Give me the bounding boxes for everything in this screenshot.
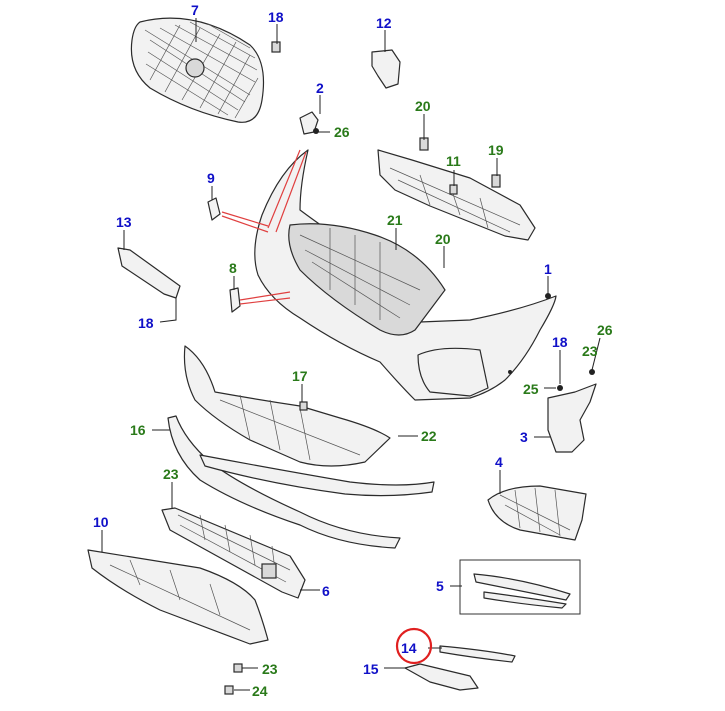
callout-20[interactable]: 20 xyxy=(415,98,431,114)
part-grille[interactable] xyxy=(130,17,265,123)
callout-19[interactable]: 19 xyxy=(488,142,504,158)
callout-labels: 7 18 12 2 26 20 11 19 9 13 21 20 8 1 18 … xyxy=(93,2,613,699)
part-clip-18-top[interactable] xyxy=(271,41,281,53)
part-trim-strips-5[interactable] xyxy=(459,559,581,615)
part-upper-beam[interactable] xyxy=(377,137,536,241)
callout-6[interactable]: 6 xyxy=(322,583,330,599)
callout-23[interactable]: 23 xyxy=(163,466,179,482)
part-bracket-2[interactable] xyxy=(299,111,319,135)
part-lower-grille-6[interactable] xyxy=(161,507,306,599)
callout-23[interactable]: 23 xyxy=(262,661,278,677)
callout-1[interactable]: 1 xyxy=(544,261,552,277)
callout-7[interactable]: 7 xyxy=(191,2,199,18)
callout-18[interactable]: 18 xyxy=(552,334,568,350)
callout-11[interactable]: 11 xyxy=(446,153,461,169)
callout-10[interactable]: 10 xyxy=(93,514,109,530)
part-side-grille-4[interactable] xyxy=(487,485,587,541)
callout-4[interactable]: 4 xyxy=(495,454,503,470)
part-trim-15[interactable] xyxy=(404,663,479,691)
callout-13[interactable]: 13 xyxy=(116,214,132,230)
red-guide-2 xyxy=(267,149,307,233)
callout-14[interactable]: 14 xyxy=(401,640,417,656)
callout-12[interactable]: 12 xyxy=(376,15,392,31)
part-undertray-17[interactable] xyxy=(183,345,391,467)
callout-3[interactable]: 3 xyxy=(520,429,528,445)
callout-16[interactable]: 16 xyxy=(130,422,146,438)
highlight-ring xyxy=(395,627,433,665)
callout-17[interactable]: 17 xyxy=(292,368,308,384)
part-bracket-3[interactable] xyxy=(547,369,597,453)
callout-22[interactable]: 22 xyxy=(421,428,437,444)
part-splitter-10[interactable] xyxy=(87,549,269,645)
part-clip-8[interactable] xyxy=(229,287,241,313)
callout-21[interactable]: 21 xyxy=(387,212,403,228)
red-guide-9 xyxy=(221,211,269,233)
callout-26[interactable]: 26 xyxy=(334,124,350,140)
part-bumper-cover[interactable] xyxy=(254,149,557,401)
callout-25[interactable]: 25 xyxy=(523,381,539,397)
leader-lines xyxy=(101,18,601,691)
callout-20[interactable]: 20 xyxy=(435,231,451,247)
callout-26[interactable]: 26 xyxy=(597,322,613,338)
part-bracket-12[interactable] xyxy=(371,49,401,89)
red-guide-8 xyxy=(239,291,291,305)
part-trim-14[interactable] xyxy=(439,645,516,663)
callout-9[interactable]: 9 xyxy=(207,170,215,186)
callout-23[interactable]: 23 xyxy=(582,343,598,359)
callout-18[interactable]: 18 xyxy=(268,9,284,25)
part-lower-lip-16[interactable] xyxy=(167,415,435,549)
callout-5[interactable]: 5 xyxy=(436,578,444,594)
part-clip-9[interactable] xyxy=(207,197,221,221)
callout-18[interactable]: 18 xyxy=(138,315,154,331)
callout-8[interactable]: 8 xyxy=(229,260,237,276)
callout-15[interactable]: 15 xyxy=(363,661,379,677)
callout-2[interactable]: 2 xyxy=(316,80,324,96)
part-bracket-13[interactable] xyxy=(117,247,181,299)
callout-24[interactable]: 24 xyxy=(252,683,268,699)
